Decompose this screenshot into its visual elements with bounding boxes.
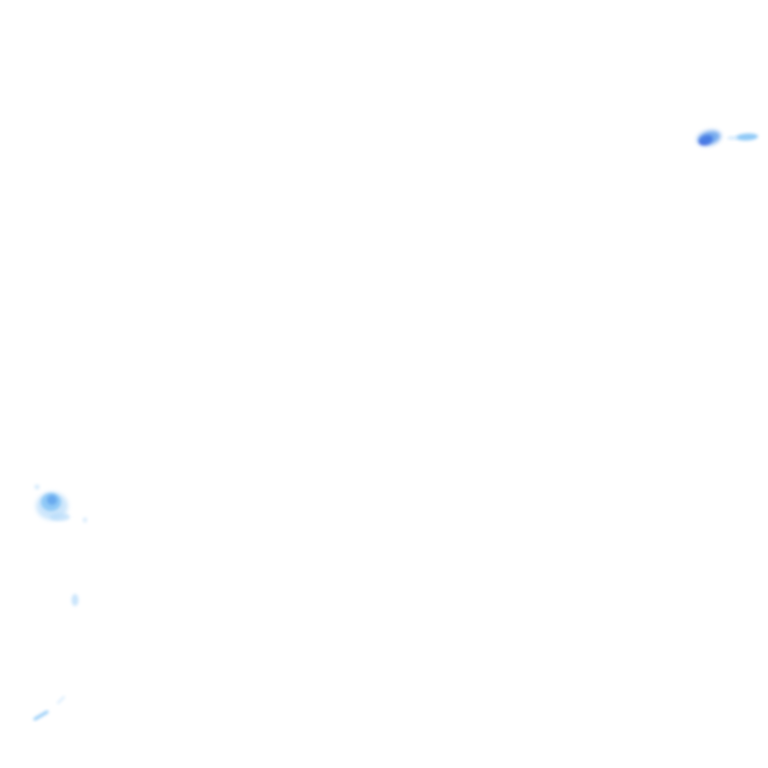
echo-west-cell-skirt xyxy=(50,513,70,521)
echo-layer xyxy=(33,130,758,721)
echo-southwest-spot xyxy=(71,594,79,606)
echo-southwest-line-tip xyxy=(57,696,65,704)
echo-west-cell-core xyxy=(47,495,57,505)
echo-west-speck xyxy=(34,484,40,490)
echo-west-dot xyxy=(83,517,87,523)
echo-southwest-line xyxy=(33,710,49,721)
echo-northeast-streak xyxy=(736,133,758,141)
echo-northeast-streak-tail xyxy=(727,136,739,140)
echo-northeast-core-halo xyxy=(697,130,721,146)
